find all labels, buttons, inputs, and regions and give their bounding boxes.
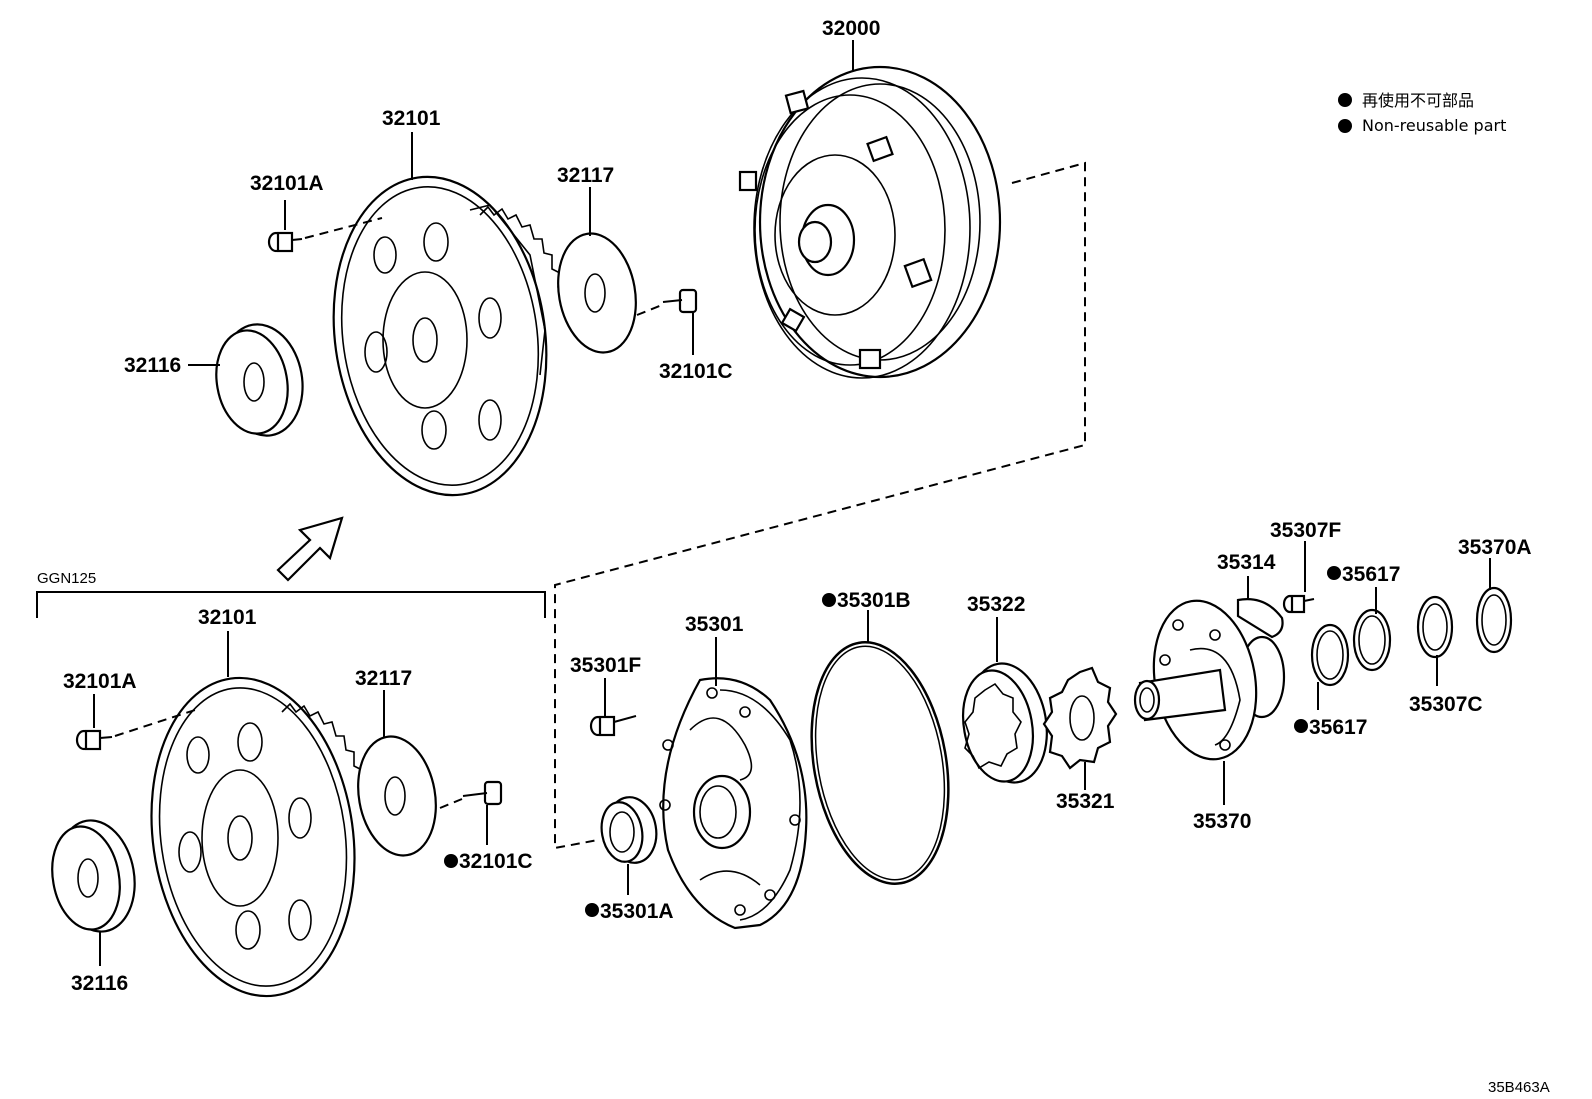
legend-dot-icon [1338,93,1352,107]
label-32101-lower: 32101 [198,606,257,629]
label-32116-lower: 32116 [71,972,128,995]
label-35301b: 35301B [837,589,911,612]
seal-ring-2: 35617 [1327,563,1400,672]
lower-bolt-a: 32101A [63,670,196,751]
lower-bolt-c: 32101C [439,780,533,873]
label-35617-lower: 35617 [1309,716,1367,739]
label-35301: 35301 [685,613,744,636]
label-35307c: 35307C [1409,693,1483,716]
non-reusable-dot-icon [585,903,599,917]
oil-seal: 35301A [585,796,674,923]
label-35617-upper: 35617 [1342,563,1400,586]
assembly-line [554,161,1086,850]
label-32101a-lower: 32101A [63,670,137,693]
plate-35314: 35314 [1217,551,1284,639]
label-35307f: 35307F [1270,519,1341,542]
lower-spacer: 32116 [51,819,136,995]
non-reusable-dot-icon [444,854,458,868]
drive-gear: 35321 [1042,666,1118,813]
upper-bolt-a: 32101A [250,172,383,253]
legend: 再使用不可部品 Non-reusable part [1338,91,1506,135]
pump-bolt-f: 35301F [570,654,641,737]
label-32117-upper: 32117 [557,164,614,187]
bearing-35370a: 35370A [1458,536,1532,654]
label-32117-lower: 32117 [355,667,412,690]
washer-35307c: 35307C [1409,595,1483,716]
label-32101a-upper: 32101A [250,172,324,195]
label-35301f: 35301F [570,654,641,677]
non-reusable-dot-icon [1294,719,1308,733]
label-35301a: 35301A [600,900,674,923]
lower-drive-plate: 32101 [150,606,371,998]
upper-spacer: 32116 [124,323,304,437]
label-32101: 32101 [382,107,441,130]
legend-english: Non-reusable part [1362,116,1506,135]
upper-bolt-c: 32101C [636,288,733,383]
driven-gear: 35322 [962,593,1048,784]
label-32101c-lower: 32101C [459,850,533,873]
bolt-35307f: 35307F [1270,519,1341,614]
diagram-code: 35B463A [1488,1079,1550,1096]
oil-pump-body: 35301 [659,613,808,930]
label-35322: 35322 [967,593,1025,616]
seal-ring-1: 35617 [1294,623,1367,739]
label-35370a: 35370A [1458,536,1532,559]
non-reusable-dot-icon [1327,566,1341,580]
upper-plate-32117: 32117 [557,164,637,354]
label-32000: 32000 [822,17,880,40]
o-ring: 35301B [810,589,950,885]
label-35370: 35370 [1193,810,1251,833]
direction-arrow-icon [276,516,344,582]
legend-japanese: 再使用不可部品 [1362,91,1474,110]
label-35321: 35321 [1056,790,1115,813]
stator-shaft: 35370 [1133,599,1286,833]
legend-dot-icon [1338,119,1352,133]
ggn125-group: GGN125 [36,570,546,618]
non-reusable-dot-icon [822,593,836,607]
group-label: GGN125 [37,570,96,587]
label-35314: 35314 [1217,551,1276,574]
label-32101c-upper: 32101C [659,360,733,383]
lower-plate-32117: 32117 [355,667,437,857]
label-32116-upper: 32116 [124,354,181,377]
upper-drive-plate: 32101 [332,107,569,497]
torque-converter: 32000 [738,17,1002,379]
